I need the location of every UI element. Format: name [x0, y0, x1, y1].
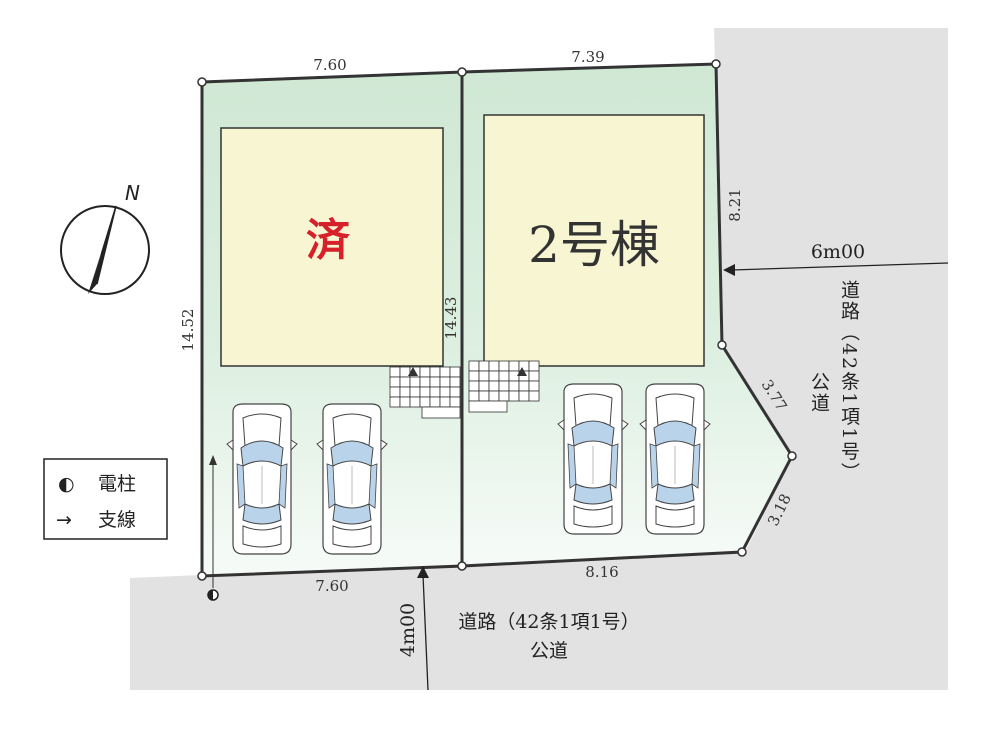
compass: N: [60, 181, 150, 295]
entrance-tile: [409, 386, 421, 398]
entrance-tile: [419, 376, 431, 388]
entrance-tile: [399, 386, 411, 398]
entrance-tile: [488, 380, 500, 392]
east-road-arrow-icon: [723, 264, 735, 276]
entrance-tile: [498, 360, 510, 372]
east-road-type: 公道: [808, 372, 830, 414]
entrance-tile: [419, 386, 431, 398]
dim-top-right: 7.39: [571, 48, 604, 66]
entrance-tile: [488, 360, 500, 372]
east-road-name: 道路（42条1項1号）: [838, 280, 860, 484]
entrance-tile: [468, 380, 480, 392]
entrance-tile: [468, 390, 480, 402]
entrance-tile: [518, 390, 530, 402]
entrance-tile: [389, 366, 401, 378]
dim-right-upper: 8.21: [726, 188, 744, 221]
entrance-tile: [518, 380, 530, 392]
south-road-area: [130, 552, 775, 690]
entrance-tile: [449, 366, 461, 378]
dim-bottom-left: 7.60: [315, 577, 348, 595]
dim-bottom-right: 8.16: [585, 563, 618, 581]
entrance-tile: [488, 370, 500, 382]
lot-left-label: 済: [306, 215, 351, 266]
entrance-tile: [389, 396, 401, 408]
entrance-marker-left: [408, 367, 418, 376]
entrance-tile: [478, 380, 490, 392]
entrance-tile: [399, 376, 411, 388]
legend-wire-label: 支線: [98, 509, 136, 531]
compass-label: N: [125, 181, 140, 205]
entrance-tile: [498, 380, 510, 392]
entrance-tile: [419, 396, 431, 408]
entrance-tile: [429, 376, 441, 388]
entrance-tile: [449, 376, 461, 388]
entrance-tile: [439, 376, 451, 388]
entrance-tile: [508, 380, 520, 392]
entrance-tile: [429, 366, 441, 378]
south-road-width-line: [422, 574, 429, 691]
car-4: [639, 383, 711, 535]
entrance-tile: [409, 376, 421, 388]
entrance-tile: [478, 360, 490, 372]
dim-center-divider: 14.43: [442, 297, 460, 340]
car-2: [316, 403, 388, 555]
entrance-tile: [468, 370, 480, 382]
entrance-tile: [409, 396, 421, 408]
entrance-tile: [478, 390, 490, 402]
legend: ◐ 電柱 → 支線: [43, 458, 168, 540]
legend-pole-icon: ◐: [58, 473, 75, 495]
entrance-tile: [528, 360, 540, 372]
entrance-tile: [439, 366, 451, 378]
east-road-width: 6m00: [811, 241, 865, 263]
lot-right-label: 2号棟: [528, 216, 660, 274]
entrance-tile: [478, 370, 490, 382]
entrance-tile: [429, 396, 441, 408]
entrance-tile: [528, 390, 540, 402]
south-road-type: 公道: [530, 640, 568, 662]
entrance-tile: [468, 360, 480, 372]
entrance-tile: [419, 366, 431, 378]
south-road-name: 道路（42条1項1号）: [458, 611, 639, 633]
entrance-tile: [449, 396, 461, 408]
dim-top-left: 7.60: [313, 56, 346, 74]
entrance-tile: [389, 376, 401, 388]
dim-left-side: 14.52: [179, 309, 197, 352]
entrance-tile: [449, 386, 461, 398]
entrance-tile: [528, 380, 540, 392]
entrance-tile: [508, 390, 520, 402]
entrance-tile: [518, 360, 530, 372]
entrance-tile: [389, 386, 401, 398]
entrance-tile: [498, 390, 510, 402]
entrance-step: [421, 406, 461, 419]
entrance-step: [468, 400, 508, 413]
entrance-tile: [508, 360, 520, 372]
entrance-tile: [498, 370, 510, 382]
entrance-tile: [439, 386, 451, 398]
entrance-tile: [528, 370, 540, 382]
boundary-points: [197, 59, 797, 581]
legend-wire-icon: →: [56, 509, 72, 531]
south-road-arrow-icon: [417, 566, 429, 578]
entrance-tile: [429, 386, 441, 398]
car-1: [226, 403, 298, 555]
car-3: [557, 383, 629, 535]
south-road-width: 4m00: [397, 603, 419, 657]
entrance-tile: [399, 396, 411, 408]
entrance-tile: [488, 390, 500, 402]
east-road-width-line: [731, 262, 949, 271]
support-wire-arrow-icon: [209, 455, 217, 465]
building-left: [220, 127, 444, 367]
legend-pole-label: 電柱: [98, 473, 136, 495]
entrance-tile: [439, 396, 451, 408]
building-right: [483, 114, 705, 367]
entrance-tiles-right: [468, 360, 540, 413]
entrance-marker-right: [517, 367, 527, 376]
